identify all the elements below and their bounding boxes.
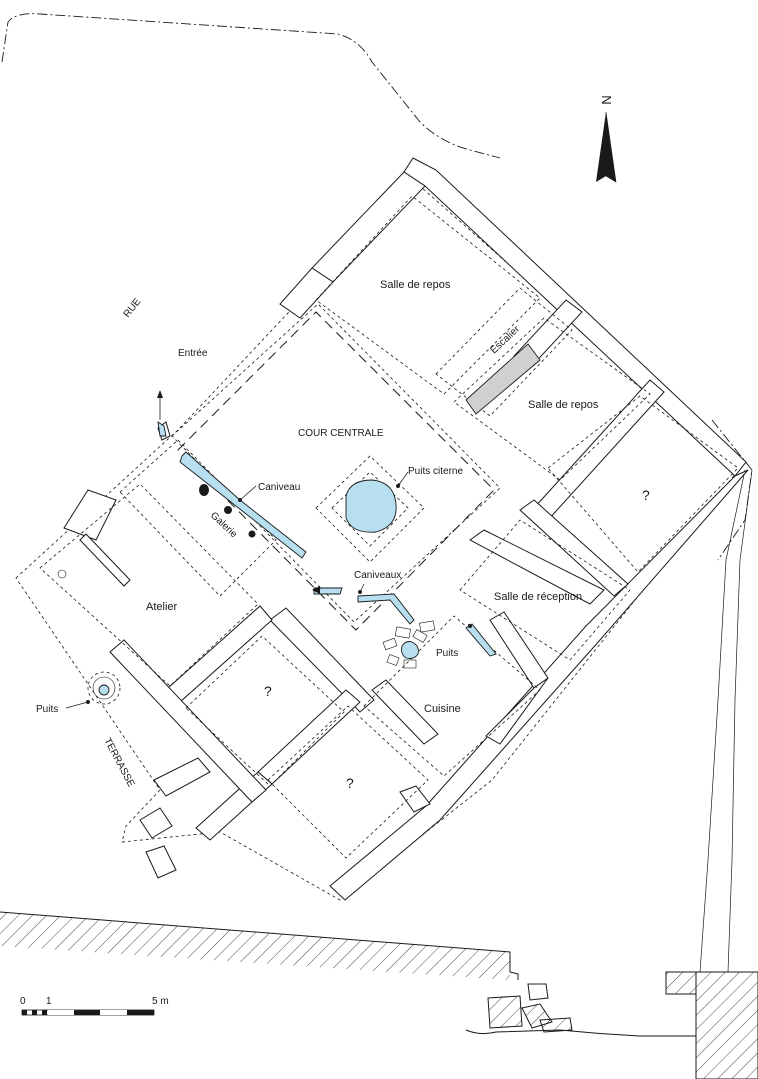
scale-label-0: 0 — [20, 996, 26, 1007]
entrance-arrow-icon — [157, 390, 163, 420]
drain-small-1 — [313, 587, 343, 595]
scale-label-1: 1 — [46, 996, 52, 1007]
room-outlines — [39, 195, 739, 859]
terrain-section-right — [465, 971, 758, 1079]
leader-lines — [65, 471, 472, 709]
post-holes — [199, 484, 256, 538]
kitchen-well — [401, 641, 419, 659]
label-puits-citerne: Puits citerne — [408, 466, 463, 477]
label-caniveaux: Caniveaux — [354, 570, 401, 581]
label-cour-centrale: COUR CENTRALE — [298, 428, 384, 439]
building-outline-dashed — [15, 179, 741, 901]
staircase — [465, 343, 541, 415]
terrace-well-dashed — [87, 671, 121, 705]
terrace-well — [98, 684, 110, 696]
label-puits-cuisine: Puits — [436, 648, 458, 659]
drain-small-3 — [465, 623, 497, 657]
label-salle-reception: Salle de réception — [494, 591, 582, 603]
cistern-water — [345, 479, 397, 533]
label-rue: RUE — [122, 296, 144, 320]
terrace-well-ring — [92, 676, 116, 700]
label-unknown-1: ? — [642, 487, 650, 503]
label-salle-repos-2: Salle de repos — [528, 399, 599, 411]
north-arrow-letter: N — [599, 95, 614, 104]
label-escalier: Escalier — [489, 323, 523, 356]
site-boundary-right — [711, 419, 753, 561]
site-boundary-east-line-2 — [727, 469, 753, 973]
site-boundary-east-line — [699, 469, 746, 973]
label-unknown-2: ? — [264, 683, 272, 699]
drain-flow-arrow-icon — [312, 586, 320, 594]
label-puits-terrasse: Puits — [36, 704, 58, 715]
label-unknown-3: ? — [346, 775, 354, 791]
scale-bar: 0 1 5 m — [20, 996, 169, 1016]
scale-label-5: 5 m — [152, 996, 169, 1007]
court-large-dashed-frame — [177, 311, 495, 631]
drain-small-2 — [357, 593, 415, 625]
atelier-post — [57, 569, 67, 579]
walls — [63, 157, 749, 901]
north-arrow-icon: N — [596, 95, 617, 183]
atelier-bench — [79, 533, 131, 587]
label-entree: Entrée — [178, 348, 208, 359]
kitchen-well-stones — [382, 620, 436, 669]
label-cuisine: Cuisine — [424, 703, 461, 715]
label-galerie: Galerie — [208, 510, 239, 540]
label-atelier: Atelier — [146, 601, 178, 613]
drain-small-4 — [157, 421, 167, 437]
gallery-drain — [179, 451, 307, 559]
site-boundary-top — [1, 13, 501, 159]
cistern-frame-inner — [331, 471, 409, 547]
terrain-section-left — [0, 911, 519, 980]
label-salle-repos-1: Salle de repos — [380, 279, 451, 291]
label-caniveau: Caniveau — [258, 482, 300, 493]
label-terrasse: TERRASSE — [101, 736, 136, 789]
cistern-frame-outer — [315, 455, 425, 563]
